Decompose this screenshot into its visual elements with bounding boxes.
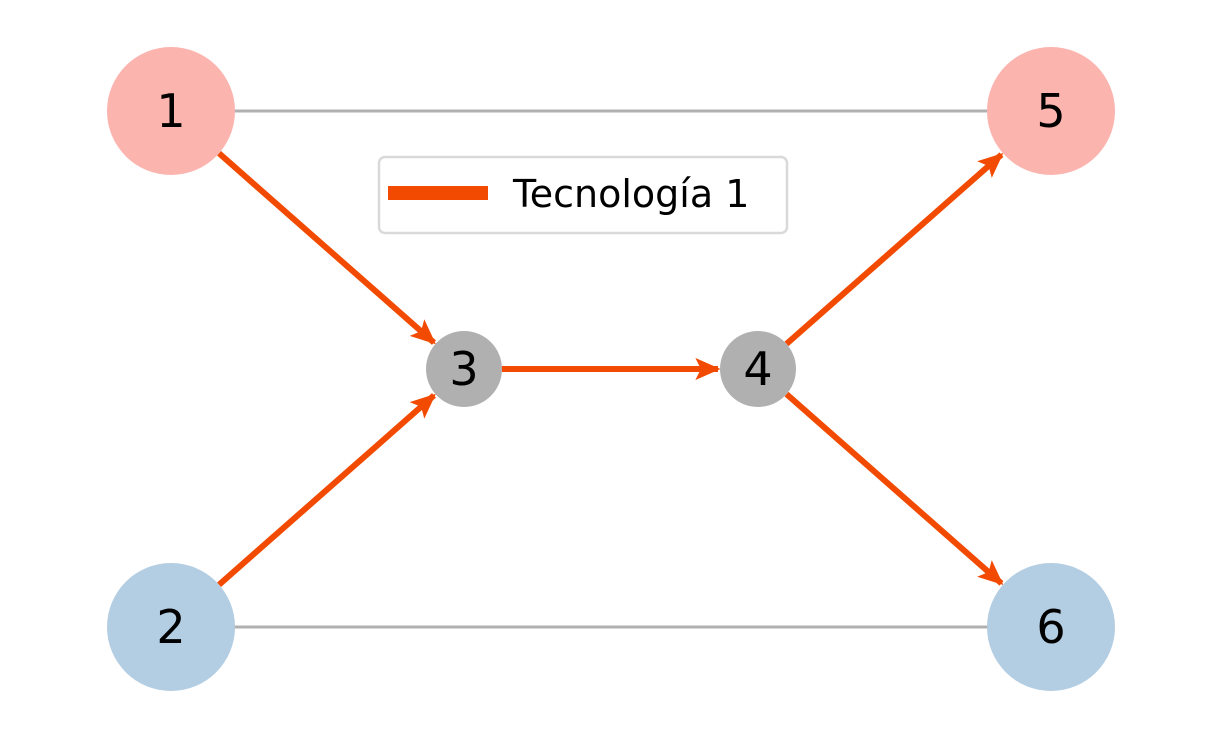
- node-3-circle: [426, 331, 502, 407]
- flow-edges: [217, 151, 1004, 587]
- legend-label: Tecnología 1: [512, 172, 749, 216]
- nodes: 1 2 3 4 5 6: [107, 47, 1115, 691]
- node-3: 3: [426, 331, 502, 407]
- arrow-2-3: [217, 393, 436, 587]
- node-4-circle: [720, 331, 796, 407]
- node-6-label: 6: [1036, 600, 1065, 654]
- node-4-label: 4: [743, 342, 772, 396]
- legend-box: [377, 155, 789, 235]
- background-edges: [171, 109, 1051, 629]
- node-2-label: 2: [156, 600, 185, 654]
- node-1-label: 1: [156, 84, 185, 138]
- node-1: 1: [107, 47, 235, 175]
- arrow-4-6: [784, 391, 1004, 586]
- node-5-label: 5: [1036, 84, 1065, 138]
- node-3-label: 3: [449, 342, 478, 396]
- arrow-4-5: [784, 152, 1004, 347]
- node-5: 5: [987, 47, 1115, 175]
- node-5-circle: [987, 47, 1115, 175]
- node-2-circle: [107, 563, 235, 691]
- node-6: 6: [987, 563, 1115, 691]
- node-4: 4: [720, 331, 796, 407]
- node-6-circle: [987, 563, 1115, 691]
- node-2: 2: [107, 563, 235, 691]
- node-1-circle: [107, 47, 235, 175]
- arrow-1-3: [217, 151, 436, 345]
- legend: Tecnología 1: [377, 155, 789, 235]
